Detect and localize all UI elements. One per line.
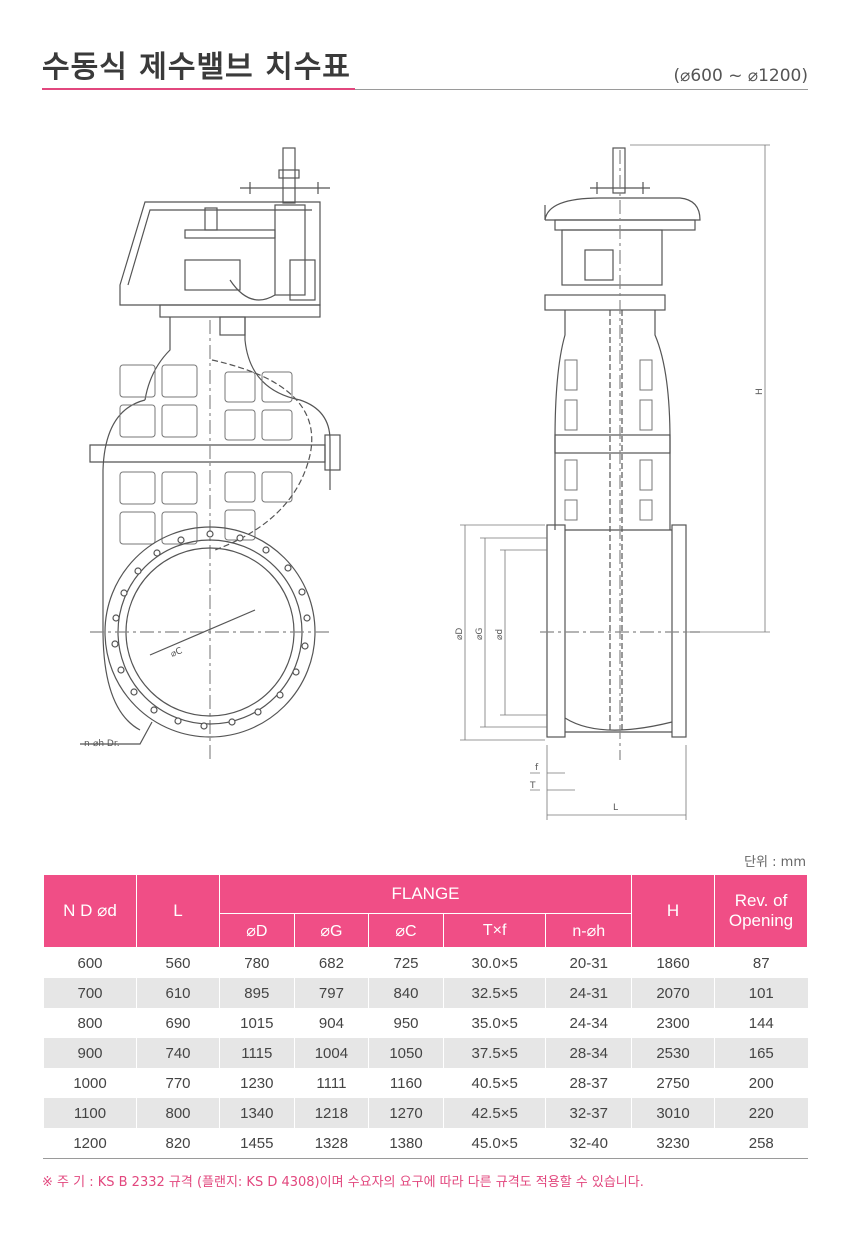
label-t: T (529, 781, 536, 791)
unit-label: 단위 : mm (744, 855, 806, 870)
col-h: H (631, 874, 715, 948)
col-flange-c: ⌀C (368, 913, 444, 948)
label-f: f (535, 763, 539, 773)
valve-drawing: ⌀C n-⌀h Dr. ⌀D ⌀G ⌀d H f T L (80, 144, 770, 820)
label-phi-g: ⌀G (475, 628, 485, 640)
label-phi-c: ⌀C (169, 646, 184, 660)
front-view (80, 147, 341, 760)
label-l: L (613, 803, 618, 813)
col-flange-g: ⌀G (293, 913, 370, 948)
col-flange: FLANGE (219, 874, 632, 914)
col-l: L (136, 874, 220, 948)
title-rule (355, 89, 808, 90)
label-phi-d: ⌀D (455, 628, 465, 640)
side-view (460, 144, 770, 820)
page-title: 수동식 제수밸브 치수표 (42, 50, 351, 85)
size-range: (⌀600 ~ ⌀1200) (673, 66, 809, 86)
dimension-table: N D ⌀d L FLANGE H Rev. of Opening ⌀D ⌀G … (43, 874, 808, 1159)
col-flange-d: ⌀D (219, 913, 295, 948)
label-h: H (755, 388, 765, 395)
label-bolt-holes: n-⌀h Dr. (84, 739, 120, 749)
title-underline (42, 88, 355, 90)
col-nd: N D ⌀d (43, 874, 137, 948)
col-rev: Rev. of Opening (714, 874, 808, 948)
col-flange-txf: T×f (442, 913, 547, 948)
col-flange-nh: n-⌀h (545, 913, 632, 948)
footnote: ※ 주 기 : KS B 2332 규격 (플랜지: KS D 4308)이며 … (42, 1175, 644, 1190)
label-phi-small-d: ⌀d (495, 629, 505, 640)
